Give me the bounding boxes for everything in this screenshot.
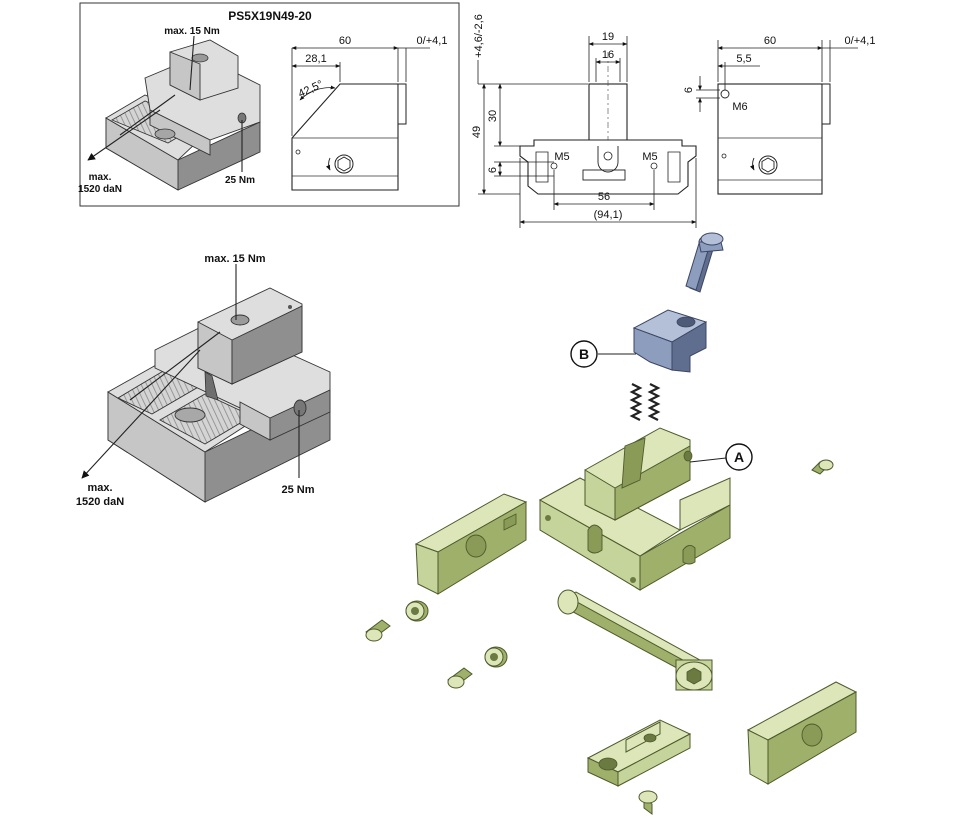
part-b-label: B: [579, 346, 589, 362]
dim-right-offset: 0/+4,1: [845, 35, 876, 47]
dim-width-56: 56: [598, 191, 610, 203]
springs: [629, 383, 661, 421]
spec-box: PS5X19N49-20 max. 15 Nm max. 1520 daN 25…: [78, 2, 460, 207]
torque-top-label: max. 15 Nm: [204, 253, 265, 265]
washer-1: [405, 600, 429, 622]
model-title: PS5X19N49-20: [228, 9, 312, 23]
force-guide: [129, 331, 221, 401]
small-screw-bottom: [638, 790, 658, 815]
dim-height-49: 49: [471, 126, 483, 138]
force-arrow-small: [87, 109, 161, 161]
washer-2: [484, 646, 508, 668]
force-label-small-2: 1520 daN: [78, 184, 122, 195]
dim-side-width: 60: [339, 35, 351, 47]
part-a-leader: [689, 457, 727, 463]
part-a-label: A: [734, 449, 744, 465]
dim-width-94: (94,1): [594, 209, 623, 221]
spindle: [557, 589, 713, 691]
dim-vertical-top: +4,6/-2,6: [473, 14, 485, 58]
thread-m5-right: M5: [642, 151, 657, 163]
dim-top-19: 19: [602, 31, 614, 43]
side-view-box: [291, 46, 430, 191]
torque-side-label: 25 Nm: [281, 484, 314, 496]
dim-side-inner: 28,1: [305, 53, 326, 65]
force-guide-small: [119, 94, 176, 136]
dim-side-offset: 0/+4,1: [417, 35, 448, 47]
torque-top-leader-small: [189, 35, 195, 91]
force-label-1: max.: [87, 482, 112, 494]
front-view: [477, 36, 697, 228]
dim-height-6: 6: [487, 167, 499, 173]
part-a-callout: [725, 443, 753, 471]
part-b-callout: [570, 340, 598, 368]
small-screw-right: [811, 459, 834, 475]
thread-m6: M6: [732, 101, 747, 113]
dim-angle: 42,5°: [296, 78, 324, 100]
left-jaw-plate: [414, 493, 528, 595]
large-vise-iso: [107, 287, 331, 503]
small-screw-1: [365, 619, 391, 642]
dim-height-30: 30: [487, 110, 499, 122]
part-a-body: [538, 427, 731, 591]
right-side-view: [696, 40, 858, 195]
spec-box-frame: [79, 2, 460, 207]
small-vise-iso: [105, 39, 261, 191]
dim-top-16: 16: [602, 49, 614, 61]
small-screw-2: [447, 667, 473, 689]
torque-side-label-small: 25 Nm: [225, 175, 255, 186]
thread-m5-left: M5: [554, 151, 569, 163]
force-arrow: [81, 349, 201, 479]
dim-right-55: 5,5: [736, 53, 751, 65]
dim-right-width: 60: [764, 35, 776, 47]
force-label-small-1: max.: [89, 172, 112, 183]
clamp-screw: [685, 232, 724, 293]
part-b-jaw: [632, 309, 708, 373]
dim-right-6: 6: [683, 87, 695, 93]
bottom-clamp-plate: [586, 719, 692, 787]
right-jaw-plate: [746, 681, 858, 785]
force-label-2: 1520 daN: [76, 496, 124, 508]
torque-top-label-small: max. 15 Nm: [164, 26, 220, 37]
